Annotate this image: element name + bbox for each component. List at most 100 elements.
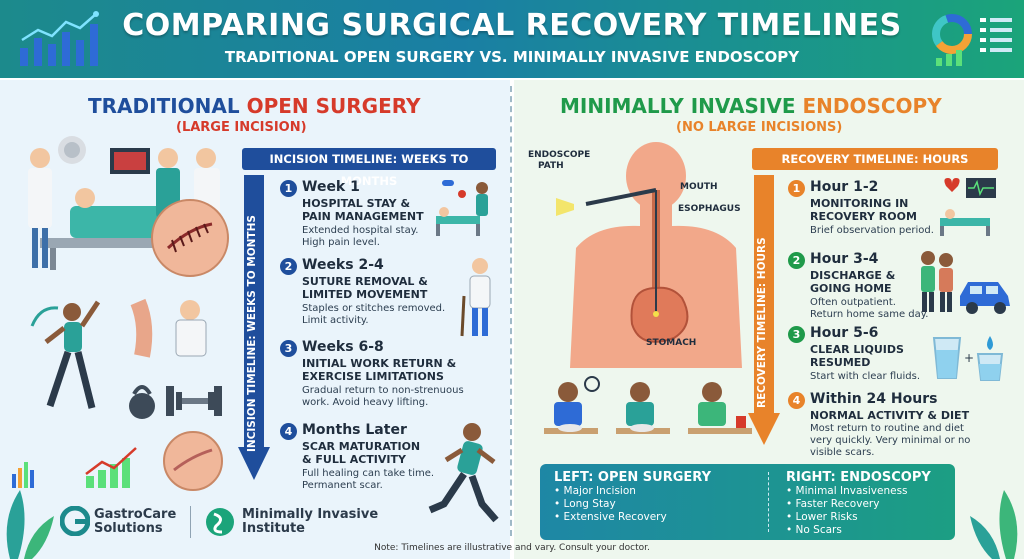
step-heading: Weeks 6-8 [302, 339, 384, 355]
step-title: EXERCISE LIMITATIONS [302, 370, 444, 383]
summary-item: • Major Incision [554, 485, 636, 497]
right-title-part2: ENDOSCOPY [802, 94, 942, 118]
kettlebell-dumbbell-icon [129, 385, 222, 419]
right-panel-subtitle: (NO LARGE INCISIONS) [676, 120, 843, 135]
step-title: PAIN MANAGEMENT [302, 210, 424, 223]
step-number: 4 [280, 423, 297, 440]
panel-divider [510, 86, 513, 536]
logo-text: Minimally Invasive [242, 507, 379, 522]
bar-chart-icon [20, 11, 99, 66]
summary-box: LEFT: OPEN SURGERY • Major Incision • Lo… [540, 464, 955, 540]
step-description: visible scars. [810, 447, 875, 458]
summary-item: • Lower Risks [786, 511, 858, 523]
right-timeline-arrow [748, 175, 780, 445]
step-heading: Hour 1-2 [810, 179, 879, 195]
step-title: & FULL ACTIVITY [302, 453, 406, 466]
gastrocare-logo-icon [60, 506, 90, 536]
people-eating-illustration [544, 376, 752, 434]
step-title: NORMAL ACTIVITY & DIET [810, 409, 970, 422]
step-number: 1 [788, 180, 805, 197]
growth-chart-icon [12, 447, 137, 488]
step-description: Often outpatient. [810, 297, 896, 308]
step-description: Return home same day. [810, 309, 929, 320]
path-label: PATH [538, 161, 564, 171]
step-title: SUTURE REMOVAL & [302, 275, 428, 288]
summary-left: LEFT: OPEN SURGERY • Major Incision • Lo… [554, 470, 711, 524]
man-running-icon [428, 423, 499, 523]
logo-text: GastroCare [94, 507, 177, 522]
stomach-label: STOMACH [646, 338, 697, 348]
step-title: LIMITED MOVEMENT [302, 288, 428, 301]
step-heading: Within 24 Hours [810, 391, 938, 407]
step-heading: Weeks 2-4 [302, 257, 384, 273]
leaf-decoration-right [970, 490, 1018, 559]
left-title-part2: OPEN SURGERY [246, 94, 421, 118]
mouth-label: MOUTH [680, 182, 718, 192]
logo-text: Solutions [94, 521, 163, 536]
svg-text:+: + [964, 351, 974, 365]
footnote: Note: Timelines are illustrative and var… [374, 543, 650, 553]
step-description: work. Avoid heavy lifting. [302, 397, 429, 408]
leaf-decoration-left [6, 490, 54, 559]
step-description: Brief observation period. [810, 225, 934, 236]
step-description: Full healing can take time. [302, 468, 435, 479]
step-description: Most return to routine and diet [810, 423, 964, 434]
header-banner: COMPARING SURGICAL RECOVERY TIMELINES TR… [0, 0, 1024, 78]
esophagus-label: ESOPHAGUS [678, 204, 741, 214]
summary-separator [768, 472, 769, 532]
summary-item: • No Scars [786, 524, 842, 536]
summary-right: RIGHT: ENDOSCOPY • Minimal Invasiveness … [786, 470, 931, 537]
couple-car-icon [921, 251, 1010, 314]
recovery-monitor-icon [940, 178, 996, 236]
step-title: GOING HOME [810, 282, 892, 295]
logo-text: Institute [242, 521, 306, 536]
left-title-part1: TRADITIONAL [88, 94, 247, 118]
step-number: 2 [788, 252, 805, 269]
summary-item: • Long Stay [554, 498, 616, 510]
healed-scar-icon [163, 431, 223, 491]
step-title: RESUMED [810, 356, 871, 369]
left-timeline-arrow-label: INCISION TIMELINE: WEEKS TO MONTHS [246, 215, 258, 452]
summary-left-heading: LEFT: OPEN SURGERY [554, 470, 711, 485]
left-panel-subtitle: (LARGE INCISION) [176, 120, 307, 135]
summary-item: • Extensive Recovery [554, 511, 667, 523]
right-timeline-arrow-label: RECOVERY TIMELINE: HOURS [756, 237, 768, 408]
elderly-patient-cane-icon [460, 258, 491, 337]
left-timeline-header: INCISION TIMELINE: WEEKS TO MONTHS [242, 148, 496, 188]
endoscopy-anatomy-illustration [556, 142, 742, 368]
left-panel-title: TRADITIONAL OPEN SURGERY [88, 94, 421, 118]
step-description: very quickly. Very minimal or no [810, 435, 971, 446]
doctor-examining-icon [130, 298, 207, 358]
left-timeline-arrow [238, 175, 270, 480]
hospital-bed-nurse-icon [436, 180, 488, 236]
step-title: DISCHARGE & [810, 269, 896, 282]
step-title: RECOVERY ROOM [810, 210, 917, 223]
step-number: 2 [280, 258, 297, 275]
step-title: CLEAR LIQUIDS [810, 343, 904, 356]
step-heading: Hour 3-4 [810, 251, 879, 267]
page-title: COMPARING SURGICAL RECOVERY TIMELINES [122, 8, 902, 43]
step-number: 3 [788, 326, 805, 343]
summary-item: • Minimal Invasiveness [786, 485, 908, 497]
step-title: HOSPITAL STAY & [302, 197, 411, 210]
step-description: Gradual return to non-strenuous [302, 385, 464, 396]
institute-logo-icon [206, 508, 234, 536]
right-panel-title: MINIMALLY INVASIVE ENDOSCOPY [560, 94, 942, 118]
endoscope-label: ENDOSCOPE [528, 150, 591, 160]
right-title-part1: MINIMALLY INVASIVE [560, 94, 803, 118]
woman-exercising-icon [30, 300, 101, 409]
step-description: Start with clear fluids. [810, 371, 920, 382]
step-description: Extended hospital stay. [302, 225, 419, 236]
step-description: Permanent scar. [302, 480, 383, 491]
logo-separator [190, 506, 191, 538]
step-heading: Months Later [302, 422, 407, 438]
incision-closeup-icon [151, 199, 229, 277]
gastrocare-logo: GastroCare Solutions [94, 508, 176, 536]
step-number: 4 [788, 392, 805, 409]
institute-logo: Minimally Invasive Institute [242, 508, 378, 536]
step-number: 1 [280, 180, 297, 197]
right-timeline-header: RECOVERY TIMELINE: HOURS [752, 148, 998, 170]
summary-right-heading: RIGHT: ENDOSCOPY [786, 470, 931, 485]
step-description: High pain level. [302, 237, 380, 248]
step-title: INITIAL WORK RETURN & [302, 357, 457, 370]
